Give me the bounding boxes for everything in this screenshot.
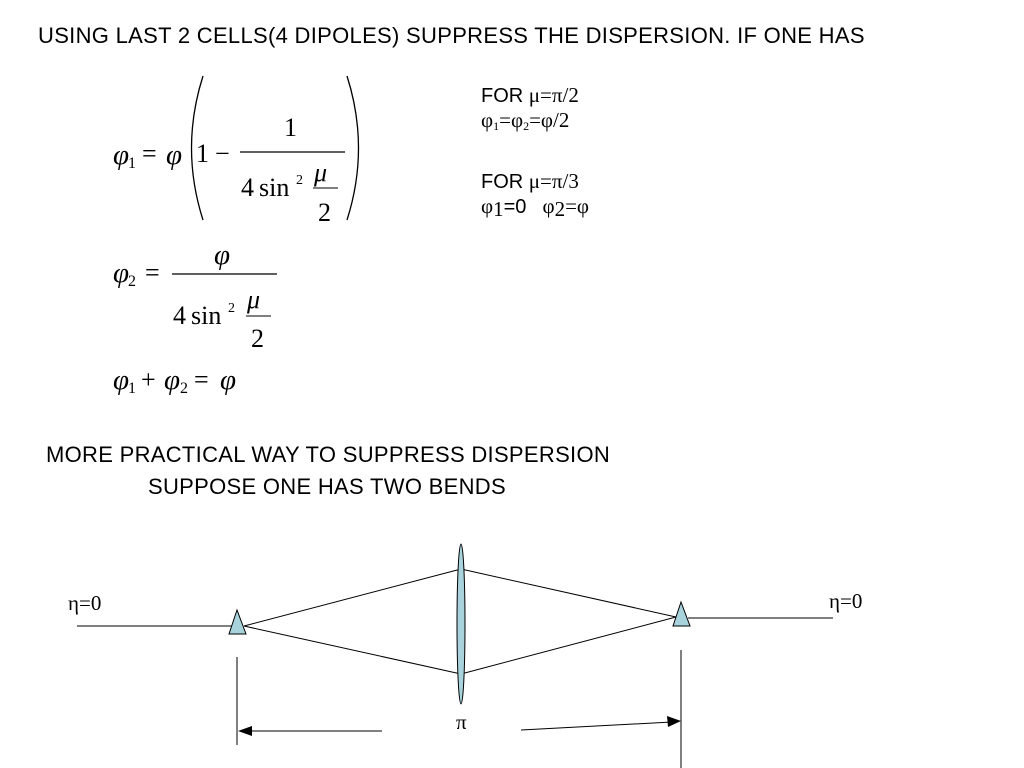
heading-line-2: MORE PRACTICAL WAY TO SUPPRESS DISPERSIO… [46,442,611,467]
eq2-den-fn: sin [191,301,221,330]
ray-lower-right [460,616,677,675]
eq3-phi-b: φ [164,364,180,396]
eq2-den-coef: 4 [173,301,186,330]
left-bend-triangle-icon [228,608,247,635]
ray-lower-left [243,625,462,675]
note1-line2: φ1=φ2=φ/2 [481,108,570,133]
eq3-sub2: 2 [180,380,188,397]
eq3-phi-a: φ [113,364,129,396]
eq2-two: 2 [251,324,264,353]
eq2-den-sup: 2 [228,301,235,316]
eq1-den-fn: sin [259,173,289,202]
eq1-one: 1 [196,139,209,168]
right-arrow-shaft [520,721,673,731]
right-arrowhead-icon [667,716,681,727]
phase-advance-label: π [456,710,467,734]
eq2-numerator: φ [214,239,230,271]
eq1-numerator: 1 [284,113,297,142]
equation-phi1: φ 1 = φ 1 − 1 4 sin 2 μ 2 [113,75,360,227]
note1-line1: FOR μ=π/2 [481,83,579,107]
equation-sum: φ 1 + φ 2 = φ [113,364,236,397]
eta-right-label: η=0 [829,589,862,613]
note2-line1: FOR μ=π/3 [481,169,579,193]
eq2-mu: μ [246,285,260,314]
eq1-den-sup: 2 [296,173,303,188]
eq2-lhs: φ [113,257,129,289]
eq1-den-coef: 4 [241,173,254,202]
eq3-phi-c: φ [220,364,236,396]
eq3-plus: + [141,365,156,394]
eq2-lhs-sub: 2 [128,273,136,290]
eq1-two: 2 [318,198,331,227]
eq1-left-paren [190,75,204,221]
eq1-equals: = [142,139,157,168]
eq1-right-paren [346,75,360,221]
eq1-lhs-sub: 1 [128,155,136,172]
eta-left-label: η=0 [68,591,101,615]
eq1-minus: − [215,139,230,168]
eq1-phi: φ [166,139,182,171]
eq3-equals: = [194,365,209,394]
ray-upper-right [460,568,677,618]
eq1-mu: μ [313,158,327,187]
eq2-equals: = [145,258,160,287]
heading-line-1: USING LAST 2 CELLS(4 DIPOLES) SUPPRESS T… [38,23,865,48]
note-case-pi-over-2: FOR μ=π/2 φ1=φ2=φ/2 [481,83,579,132]
eq3-sub1: 1 [128,380,136,397]
equation-phi2: φ 2 = φ 4 sin 2 μ 2 [113,239,277,353]
heading-line-3: SUPPOSE ONE HAS TWO BENDS [148,474,506,499]
equations-block: φ 1 = φ 1 − 1 4 sin 2 μ 2 φ 2 = φ 4 sin … [113,75,360,397]
left-arrowhead-icon [238,726,252,736]
focusing-lens-icon [456,543,466,705]
eq1-lhs: φ [113,139,129,171]
ray-upper-left [243,568,462,627]
right-bend-triangle-icon [672,600,691,627]
